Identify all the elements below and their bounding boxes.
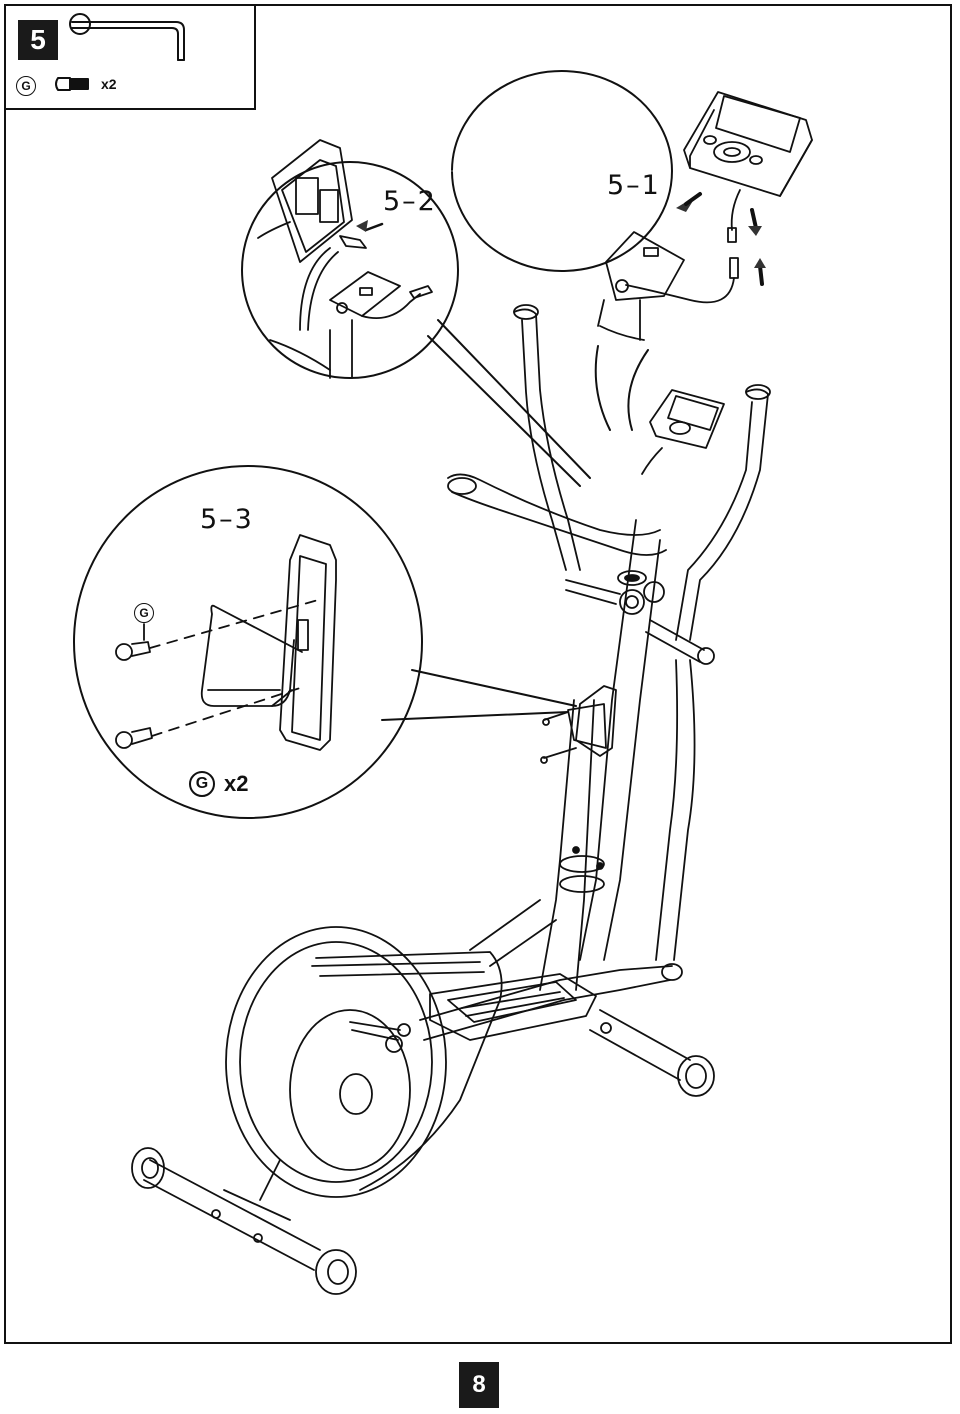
- bolt-icon: [55, 77, 89, 91]
- motion-line: [627, 349, 649, 431]
- motion-line: [594, 345, 611, 431]
- parts-box: 5 G x2: [4, 4, 256, 110]
- detail-part-letter: G: [189, 771, 215, 797]
- pointer-line: [381, 711, 569, 721]
- detail-part-letter-small: G: [134, 603, 154, 623]
- step-number-badge: 5: [18, 20, 58, 60]
- part-letter-badge: G: [16, 76, 36, 96]
- console-bracket: [597, 231, 685, 341]
- sub-step-label-5-3: 5–3: [200, 504, 254, 535]
- arrow-icon: [750, 208, 758, 230]
- pointer-line: [437, 319, 591, 479]
- arrow-icon: [758, 264, 764, 286]
- arrow-icon: [748, 226, 762, 236]
- callout-5-3-detail: [115, 534, 337, 751]
- console-mounted: [641, 389, 725, 475]
- pointer-line: [427, 335, 581, 487]
- console-5-1: [625, 91, 813, 304]
- detail-part-quantity: x2: [224, 771, 249, 796]
- arrow-icon: [754, 258, 766, 268]
- sub-step-label-5-2: 5–2: [383, 186, 437, 217]
- sub-step-label-5-1: 5–1: [607, 170, 661, 201]
- part-quantity: x2: [101, 76, 117, 92]
- callout-circle-5-2: [241, 70, 673, 379]
- page-number: 8: [459, 1362, 499, 1408]
- pointer-line: [411, 669, 577, 707]
- hex-key-icon: [69, 13, 185, 61]
- page-frame: [4, 4, 952, 1344]
- callout-5-2-detail: [257, 139, 433, 379]
- trainer-frame: [131, 304, 771, 1295]
- callout-circle-5-3: [73, 465, 423, 819]
- arrow-icon: [684, 192, 702, 206]
